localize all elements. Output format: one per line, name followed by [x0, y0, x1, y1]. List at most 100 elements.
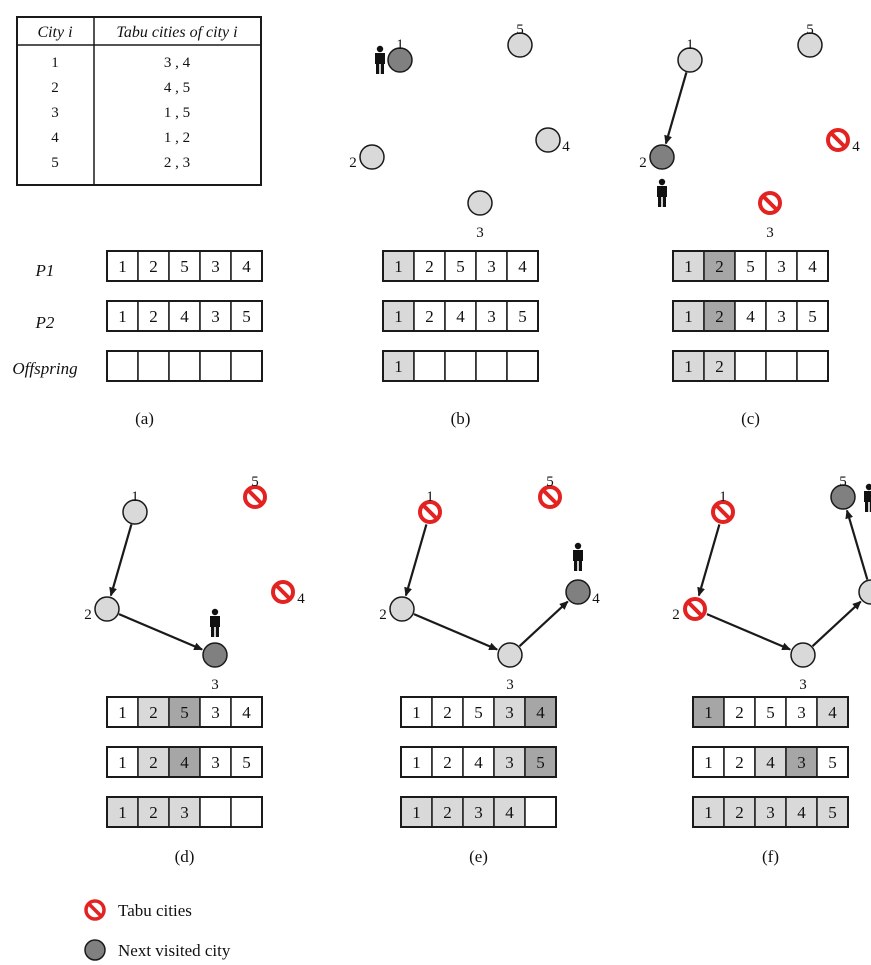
- gene-cell: [230, 796, 263, 828]
- tabu-table-tabu: 1 , 5: [164, 105, 190, 121]
- gene-value: 2: [149, 307, 158, 326]
- next-city-node: [202, 642, 228, 668]
- tabu-table: City i Tabu cities of city i 1 3 , 4 2 4…: [16, 16, 262, 186]
- gene-value: 4: [180, 307, 189, 326]
- tabu-table-tabu: 1 , 2: [164, 130, 190, 146]
- gene-value: 5: [180, 703, 189, 722]
- gene-cell: [444, 350, 477, 382]
- city-node: [94, 596, 120, 622]
- city-label-5: 5: [546, 474, 554, 490]
- gene-cell: [230, 696, 263, 728]
- edge-1-2: [404, 524, 428, 597]
- gene-cell: [734, 350, 767, 382]
- tabu-table-city: 4: [51, 130, 59, 146]
- gene-cell: [765, 350, 798, 382]
- gene-value: 3: [180, 803, 189, 822]
- gene-value: 5: [242, 307, 251, 326]
- gene-value: 5: [828, 803, 837, 822]
- gene-cell: [230, 350, 263, 382]
- tabu-city-icon: [538, 485, 562, 509]
- gene-value: 3: [474, 803, 483, 822]
- gene-value: 1: [394, 357, 403, 376]
- gene-cell: [199, 300, 232, 332]
- gene-cell: [506, 350, 539, 382]
- gene-value: 3: [211, 307, 220, 326]
- gene-value: 4: [456, 307, 465, 326]
- tabu-city-icon: [418, 500, 442, 524]
- gene-value: 3: [797, 703, 806, 722]
- panel-caption: (a): [135, 409, 154, 428]
- city-node: [677, 47, 703, 73]
- city-node: [790, 642, 816, 668]
- gene-value: 1: [412, 753, 421, 772]
- edge-2-3: [706, 613, 792, 651]
- city-label-3: 3: [506, 677, 514, 693]
- city-label-4: 4: [562, 139, 570, 155]
- gene-value: 1: [412, 803, 421, 822]
- legend-next-label: Next visited city: [118, 941, 231, 960]
- city-node: [507, 32, 533, 58]
- gene-cell: [413, 350, 446, 382]
- gene-value: 1: [118, 257, 127, 276]
- gene-value: 3: [505, 753, 514, 772]
- city-label-1: 1: [131, 489, 139, 505]
- gene-value: 5: [456, 257, 465, 276]
- city-node: [497, 642, 523, 668]
- gene-cell: [400, 696, 433, 728]
- tabu-table-city: 1: [51, 55, 59, 71]
- gene-value: 4: [828, 703, 837, 722]
- gene-value: 2: [735, 803, 744, 822]
- panel-caption: (c): [741, 409, 760, 428]
- gene-value: 5: [474, 703, 483, 722]
- city-label-2: 2: [379, 607, 387, 623]
- gene-value: 1: [118, 803, 127, 822]
- person-icon: [210, 608, 220, 637]
- gene-value: 2: [149, 257, 158, 276]
- city-label-4: 4: [592, 591, 600, 607]
- city-node: [389, 596, 415, 622]
- tabu-table-city: 3: [51, 105, 59, 121]
- person-icon: [657, 178, 667, 207]
- panel-caption: (d): [175, 847, 195, 866]
- gene-value: 5: [828, 753, 837, 772]
- gene-value: 3: [487, 307, 496, 326]
- panel-caption: (b): [451, 409, 471, 428]
- gene-value: 4: [536, 703, 545, 722]
- gene-value: 4: [180, 753, 189, 772]
- city-node: [797, 32, 823, 58]
- gene-value: 1: [704, 803, 713, 822]
- gene-value: 2: [443, 703, 452, 722]
- gene-cell: [106, 796, 139, 828]
- edge-3-4: [518, 600, 569, 647]
- gene-cell: [785, 746, 818, 778]
- edge-1-2: [664, 72, 688, 145]
- gene-cell: [765, 300, 798, 332]
- gene-value: 1: [684, 257, 693, 276]
- city-label-5: 5: [839, 474, 847, 490]
- gene-value: 4: [518, 257, 527, 276]
- tabu-table-city: 5: [51, 155, 59, 171]
- gene-cell: [168, 796, 201, 828]
- gene-value: 2: [443, 753, 452, 772]
- gene-value: 4: [797, 803, 806, 822]
- gene-value: 4: [766, 753, 775, 772]
- gene-cell: [524, 796, 557, 828]
- next-city-node: [387, 47, 413, 73]
- edge-2-3: [413, 613, 499, 651]
- gene-value: 1: [704, 753, 713, 772]
- gene-value: 1: [684, 307, 693, 326]
- tabu-city-icon: [826, 128, 850, 152]
- gene-cell: [493, 696, 526, 728]
- city-label-5: 5: [806, 22, 814, 38]
